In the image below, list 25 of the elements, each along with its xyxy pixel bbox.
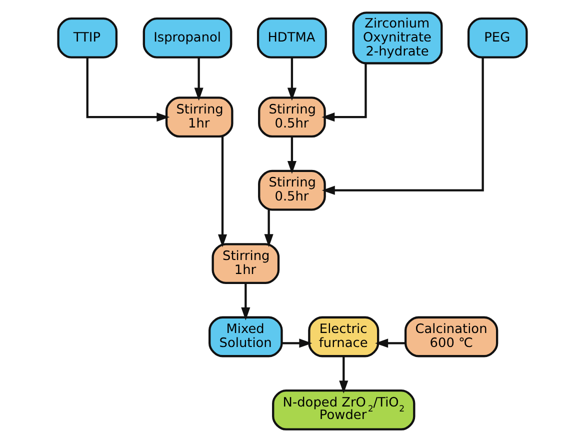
node-box: Electric furnace (308, 316, 379, 358)
node-box: Ispropanol (142, 18, 232, 58)
node-box: HDTMA (256, 18, 326, 58)
arrow (240, 283, 250, 320)
node-box: TTIP (56, 18, 118, 58)
arrow (374, 338, 405, 348)
node-box: Stirring 1hr (211, 243, 280, 284)
arrow (264, 210, 273, 248)
arrow (194, 58, 203, 101)
node-box: N-doped ZrO$_{2}$/TiO$_{2}$ Powder (272, 390, 415, 430)
arrow (321, 63, 366, 122)
arrow (338, 356, 348, 394)
arrow (86, 58, 170, 122)
node-box: Zirconium Oxynitrate 2-hydrate (352, 12, 442, 64)
node-box: Calcination 600 ℃ (404, 316, 498, 358)
arrow (286, 58, 296, 101)
node-box: PEG (466, 18, 528, 58)
arrow (286, 136, 296, 174)
node-box: Stirring 1hr (164, 96, 233, 138)
arrow (321, 58, 484, 195)
node-box: Stirring 0.5hr (258, 170, 326, 211)
arrow (281, 338, 312, 348)
arrow (217, 136, 227, 248)
node-box: Stirring 0.5hr (258, 96, 326, 138)
node-box: Mixed Solution (208, 316, 282, 358)
